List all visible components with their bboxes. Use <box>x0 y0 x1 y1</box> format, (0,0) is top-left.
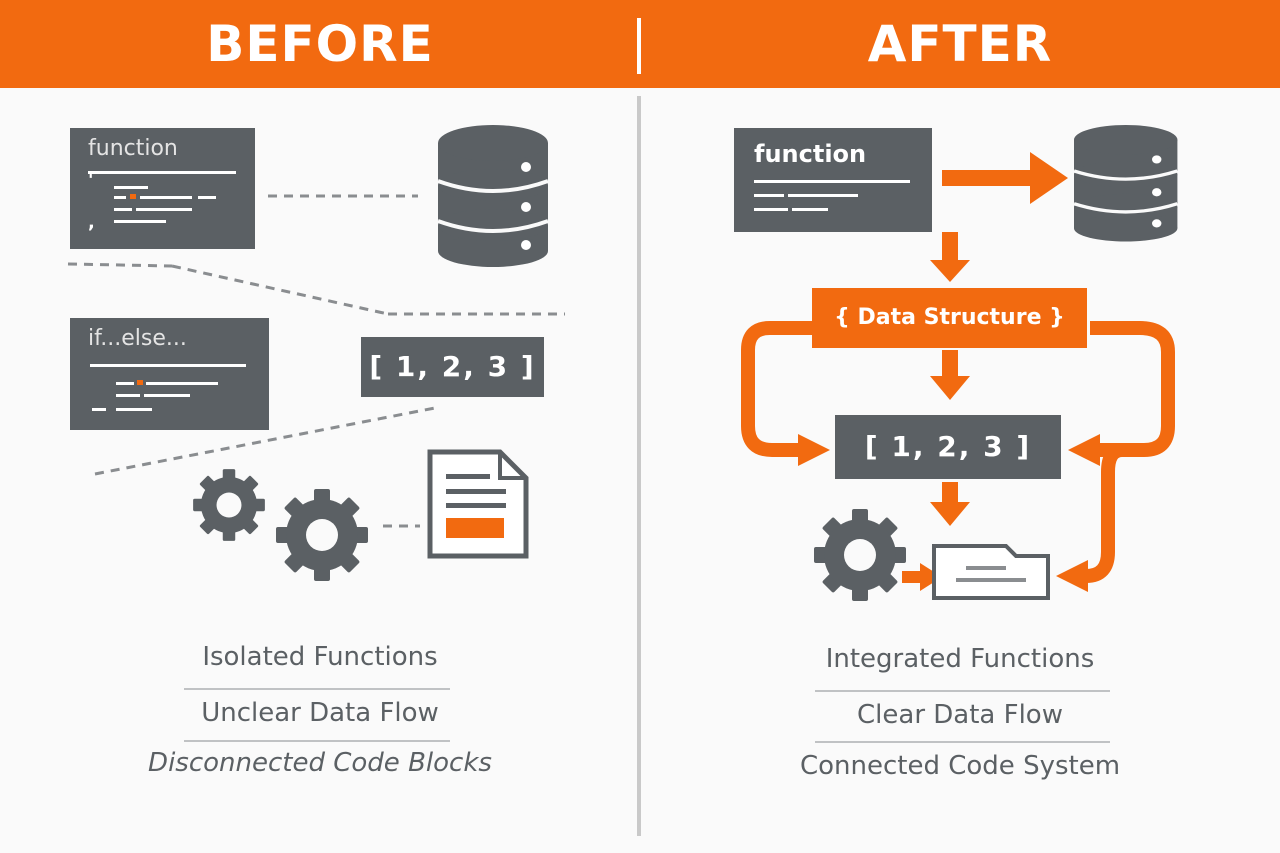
code-line <box>114 208 132 211</box>
code-line <box>114 220 166 223</box>
caption-rule <box>815 741 1110 743</box>
database-icon <box>436 123 550 269</box>
before-caption-3: Disconnected Code Blocks <box>148 748 492 778</box>
code-line <box>144 394 190 397</box>
after-array-box: [ 1, 2, 3 ] <box>835 415 1061 479</box>
code-line <box>88 171 236 174</box>
gear-icon <box>193 469 265 541</box>
code-line <box>792 208 828 211</box>
code-punct: ' <box>88 170 94 191</box>
code-punct: , <box>88 212 95 233</box>
arrow-icon <box>798 434 1100 592</box>
code-cursor <box>137 380 143 385</box>
code-line <box>114 186 148 189</box>
code-line <box>90 364 246 367</box>
code-line <box>754 180 910 183</box>
code-line <box>114 196 126 199</box>
ifelse-label: if...else... <box>88 326 187 351</box>
code-line <box>836 194 858 197</box>
caption-rule <box>815 690 1110 692</box>
document-icon <box>427 449 529 559</box>
gear-icon <box>814 509 906 601</box>
arrow-icon <box>902 152 1068 591</box>
after-caption-3: Connected Code System <box>799 751 1121 781</box>
code-line <box>754 208 788 211</box>
before-function-block: function ' , <box>70 128 255 249</box>
function-label: function <box>88 136 178 161</box>
code-line <box>788 194 858 197</box>
before-array-box: [ 1, 2, 3 ] <box>361 337 544 397</box>
before-caption-2: Unclear Data Flow <box>201 698 439 728</box>
gear-icon <box>276 489 368 581</box>
folder-document-icon <box>932 544 1050 600</box>
after-caption-2: Clear Data Flow <box>857 700 1063 730</box>
dashed-connectors <box>67 194 565 528</box>
header-bar: BEFORE AFTER <box>0 0 1280 88</box>
caption-rule <box>184 740 450 742</box>
after-caption-1: Integrated Functions <box>825 644 1095 674</box>
code-cursor <box>130 194 136 199</box>
header-divider <box>637 18 641 74</box>
arrow-icon <box>741 321 1175 583</box>
code-line <box>140 196 192 199</box>
code-line <box>116 394 140 397</box>
code-line <box>198 196 216 199</box>
code-line <box>136 208 192 211</box>
function-label: function <box>754 140 867 168</box>
before-caption-1: Isolated Functions <box>202 642 438 672</box>
code-line <box>116 382 134 385</box>
before-title: BEFORE <box>206 15 434 73</box>
code-line <box>116 408 152 411</box>
after-title: AFTER <box>867 15 1053 73</box>
data-structure-box: { Data Structure } <box>812 288 1087 348</box>
center-divider <box>637 96 641 836</box>
after-function-block: function <box>734 128 932 232</box>
code-line <box>92 408 106 411</box>
code-line <box>754 194 784 197</box>
database-icon <box>1072 123 1180 244</box>
before-ifelse-block: if...else... <box>70 318 269 430</box>
code-line <box>146 382 218 385</box>
caption-rule <box>184 688 450 690</box>
